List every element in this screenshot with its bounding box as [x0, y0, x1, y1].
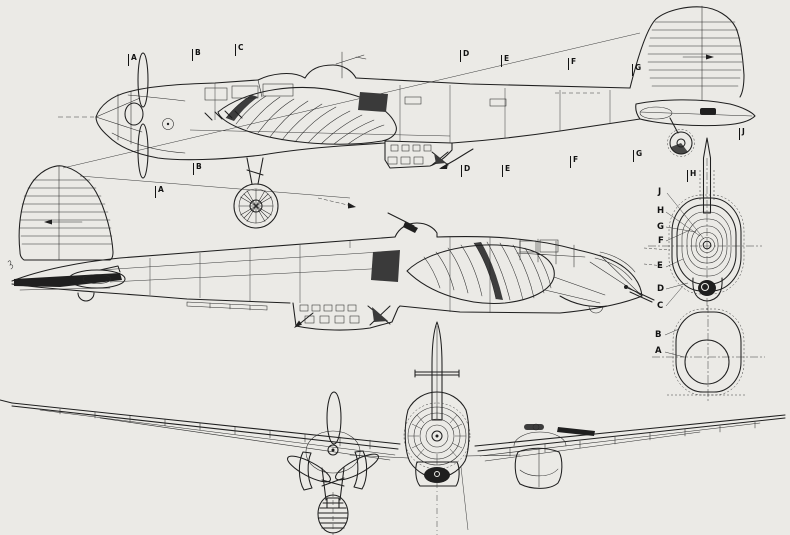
tail-fin-upper: [629, 5, 745, 101]
front-wings: [0, 399, 786, 462]
fuselage-cross-sections: [648, 137, 765, 402]
glazed-nose-upper: [95, 79, 507, 145]
construction-lines: [58, 32, 671, 267]
glazed-nose-lower: [516, 238, 655, 303]
ventral-gondola-lower: [292, 302, 401, 331]
side-view-lower: [7, 165, 655, 331]
front-gondola: [415, 461, 469, 535]
wing-panel-upper: [217, 87, 397, 145]
section-group-rear: [648, 137, 762, 312]
side-view-upper: [95, 5, 756, 229]
tail-fin-lower: [18, 165, 114, 261]
engine-propeller-upper: [111, 52, 243, 179]
tailplane-upper: [635, 99, 756, 127]
dorsal-gun-lower: [387, 212, 418, 233]
front-engine-starboard: [513, 423, 567, 489]
main-wheel-upper: [233, 157, 356, 229]
front-fuselage-nose: [403, 391, 471, 479]
section-leader-lines-rear: [665, 192, 705, 307]
tail-wheel-upper: [667, 117, 695, 157]
ventral-gondola-upper: [384, 140, 474, 169]
section-group-nose: [652, 305, 765, 402]
front-port-wheel: [317, 492, 349, 535]
front-view: [0, 321, 786, 535]
section-leader-lines-nose: [664, 328, 685, 358]
front-fin: [414, 321, 460, 421]
front-engine-port: [287, 391, 379, 535]
edge-mark: [7, 260, 14, 270]
engine-nacelle-lower: [544, 276, 608, 314]
wing-panel-lower: [371, 241, 555, 304]
